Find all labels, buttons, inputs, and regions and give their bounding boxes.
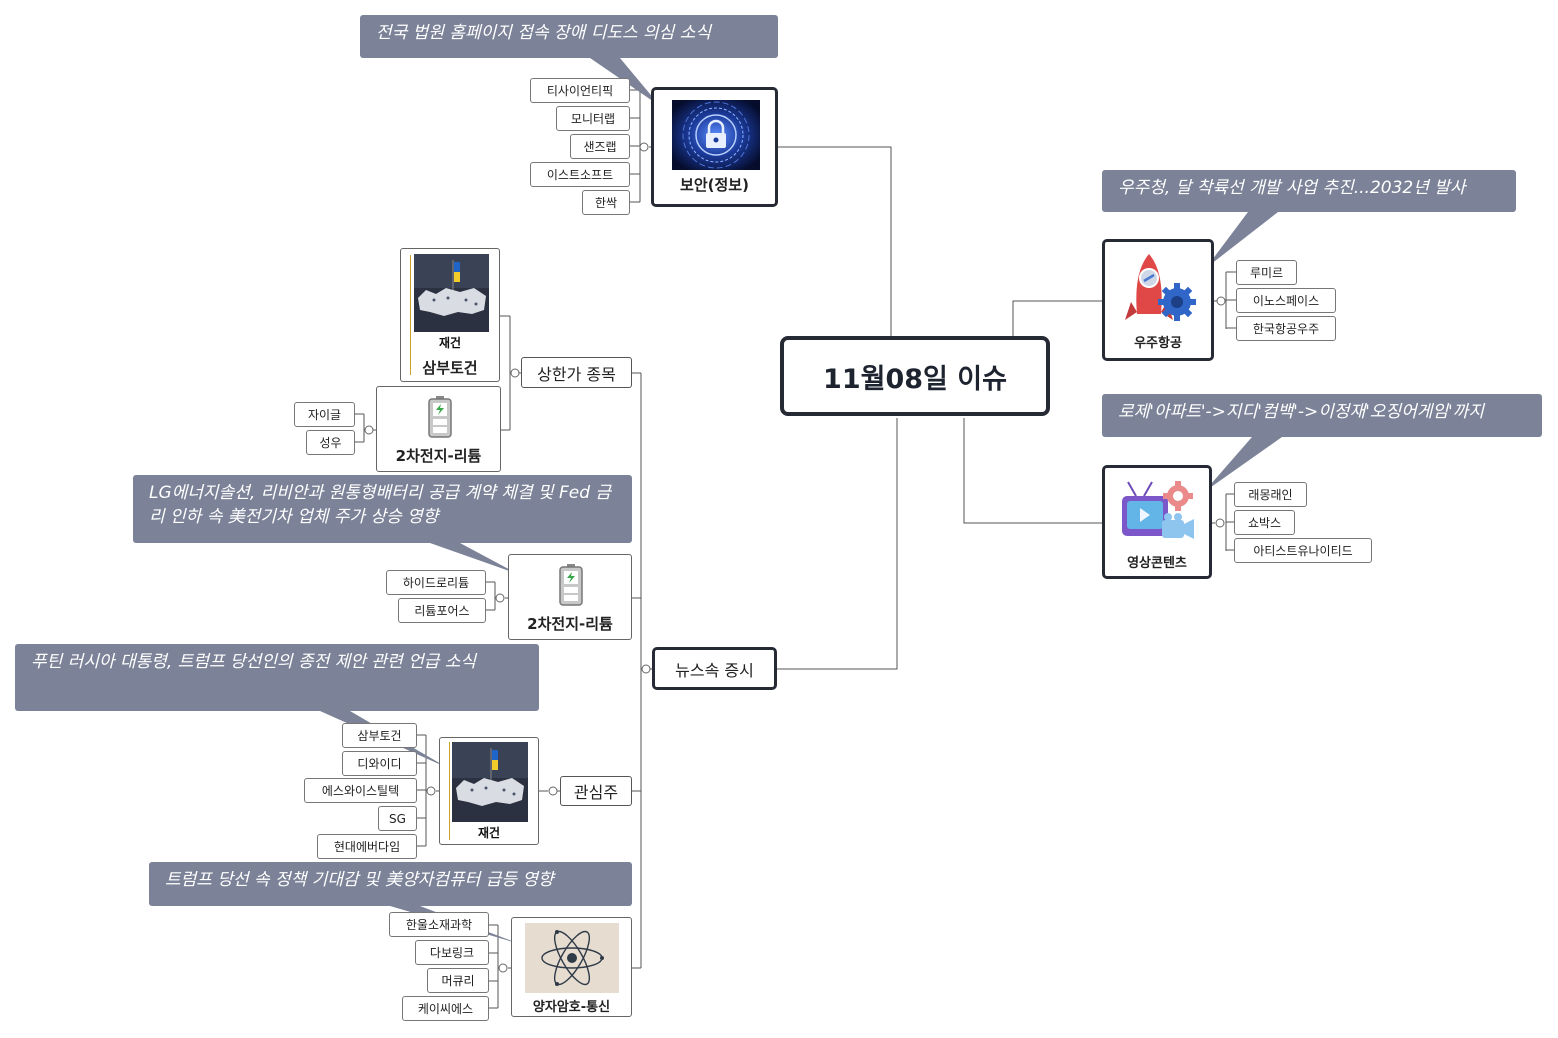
- watch-topic[interactable]: 관심주: [560, 776, 632, 806]
- limit-up-label: 상한가 종목: [537, 364, 616, 384]
- rebuild-image-caption: 재건: [438, 336, 462, 350]
- video-topic[interactable]: 영상콘텐츠: [1102, 465, 1212, 579]
- security-topic[interactable]: 보안(정보): [651, 87, 778, 207]
- aerospace-stock-3[interactable]: 한국항공우주: [1236, 316, 1336, 341]
- watch-stock-3[interactable]: 에스와이스틸텍: [304, 778, 417, 803]
- security-stock-5[interactable]: 한싹: [582, 190, 630, 215]
- security-callout-text: 전국 법원 홈페이지 접속 장애 디도스 의심 소식: [376, 23, 711, 43]
- quantum-label: 양자암호-통신: [532, 1000, 611, 1015]
- video-stock-1[interactable]: 래몽래인: [1234, 482, 1307, 507]
- quantum-topic[interactable]: 양자암호-통신: [511, 917, 632, 1017]
- watch-callout-text: 푸틴 러시아 대통령, 트럼프 당선인의 종전 제안 관련 언급 소식: [31, 652, 477, 672]
- aerospace-stock-2[interactable]: 이노스페이스: [1236, 288, 1336, 313]
- rebuild-accent-bar: [410, 255, 411, 375]
- tv-camera-icon: [1118, 478, 1200, 548]
- quantum-callout-text: 트럼프 당선 속 정책 기대감 및 美양자컴퓨터 급등 영향: [165, 870, 554, 890]
- battery-icon: [427, 395, 453, 439]
- battery-limit-up-stock-2[interactable]: 성우: [306, 430, 355, 455]
- aerospace-callout-text: 우주청, 달 착륙선 개발 사업 추진...2032년 발사: [1118, 178, 1466, 198]
- watch-accent-bar: [449, 742, 450, 840]
- aerospace-stock-1[interactable]: 루미르: [1236, 260, 1297, 285]
- watch-image-caption: 재건: [477, 826, 501, 840]
- rebuild-topic[interactable]: 재건 삼부토건: [400, 248, 500, 382]
- security-label: 보안(정보): [680, 176, 749, 194]
- battery2-stock-2[interactable]: 리튬포어스: [398, 598, 486, 623]
- security-stock-3[interactable]: 샌즈랩: [570, 134, 630, 159]
- quantum-stock-3[interactable]: 머큐리: [427, 968, 489, 993]
- video-label: 영상콘텐츠: [1127, 556, 1187, 571]
- news-topic[interactable]: 뉴스속 증시: [652, 647, 777, 690]
- security-stock-2[interactable]: 모니터랩: [556, 106, 630, 131]
- rebuild-stock-label: 삼부토건: [422, 359, 478, 377]
- quantum-stock-2[interactable]: 다보링크: [415, 940, 489, 965]
- watch-stock-1[interactable]: 삼부토건: [342, 723, 417, 748]
- news-label: 뉴스속 증시: [675, 660, 754, 680]
- battery2-label: 2차전지-리튬: [527, 615, 613, 633]
- watch-callout[interactable]: 푸틴 러시아 대통령, 트럼프 당선인의 종전 제안 관련 언급 소식: [15, 644, 539, 711]
- video-stock-2[interactable]: 쇼박스: [1234, 510, 1295, 535]
- root-topic[interactable]: 11월08일 이슈: [780, 336, 1050, 416]
- rocket-gear-icon: [1117, 250, 1201, 330]
- video-callout-text: 로제'아파트'->지디'컴백'->이정재'오징어게임'까지: [1118, 402, 1484, 422]
- watch-stock-2[interactable]: 디와이디: [342, 751, 417, 776]
- battery2-callout-text: LG에너지솔션, 리비안과 원통형배터리 공급 계약 체결 및 Fed 금리 인…: [149, 483, 612, 527]
- security-stock-4[interactable]: 이스트소프트: [530, 162, 630, 187]
- root-title: 11월08일 이슈: [823, 363, 1007, 395]
- battery2-topic[interactable]: 2차전지-리튬: [508, 554, 632, 640]
- aerospace-topic[interactable]: 우주항공: [1102, 239, 1214, 361]
- battery-icon: [558, 563, 584, 607]
- aerospace-label: 우주항공: [1134, 336, 1182, 351]
- ukraine-map-image: [452, 742, 528, 822]
- watch-rebuild-topic[interactable]: 재건: [439, 737, 539, 845]
- battery-limit-up-topic[interactable]: 2차전지-리튬: [376, 386, 501, 472]
- watch-stock-5[interactable]: 현대에버다임: [317, 834, 417, 859]
- video-stock-3[interactable]: 아티스트유나이티드: [1234, 538, 1372, 563]
- lock-icon: [672, 100, 760, 170]
- security-stock-1[interactable]: 티사이언티픽: [530, 78, 630, 103]
- battery2-stock-1[interactable]: 하이드로리튬: [386, 570, 486, 595]
- atom-icon: [525, 923, 619, 993]
- watch-stock-4[interactable]: SG: [378, 806, 417, 831]
- limit-up-topic[interactable]: 상한가 종목: [521, 357, 632, 388]
- quantum-stock-4[interactable]: 케이씨에스: [402, 996, 489, 1021]
- quantum-callout[interactable]: 트럼프 당선 속 정책 기대감 및 美양자컴퓨터 급등 영향: [149, 862, 632, 906]
- watch-label: 관심주: [573, 783, 619, 802]
- security-callout[interactable]: 전국 법원 홈페이지 접속 장애 디도스 의심 소식: [360, 15, 778, 58]
- aerospace-callout[interactable]: 우주청, 달 착륙선 개발 사업 추진...2032년 발사: [1102, 170, 1516, 212]
- battery-limit-up-label: 2차전지-리튬: [395, 447, 482, 465]
- battery-limit-up-stock-1[interactable]: 자이글: [294, 402, 355, 427]
- ukraine-map-image: [414, 254, 489, 332]
- quantum-stock-1[interactable]: 한울소재과학: [389, 912, 489, 937]
- battery2-callout[interactable]: LG에너지솔션, 리비안과 원통형배터리 공급 계약 체결 및 Fed 금리 인…: [133, 475, 632, 543]
- video-callout[interactable]: 로제'아파트'->지디'컴백'->이정재'오징어게임'까지: [1102, 394, 1542, 437]
